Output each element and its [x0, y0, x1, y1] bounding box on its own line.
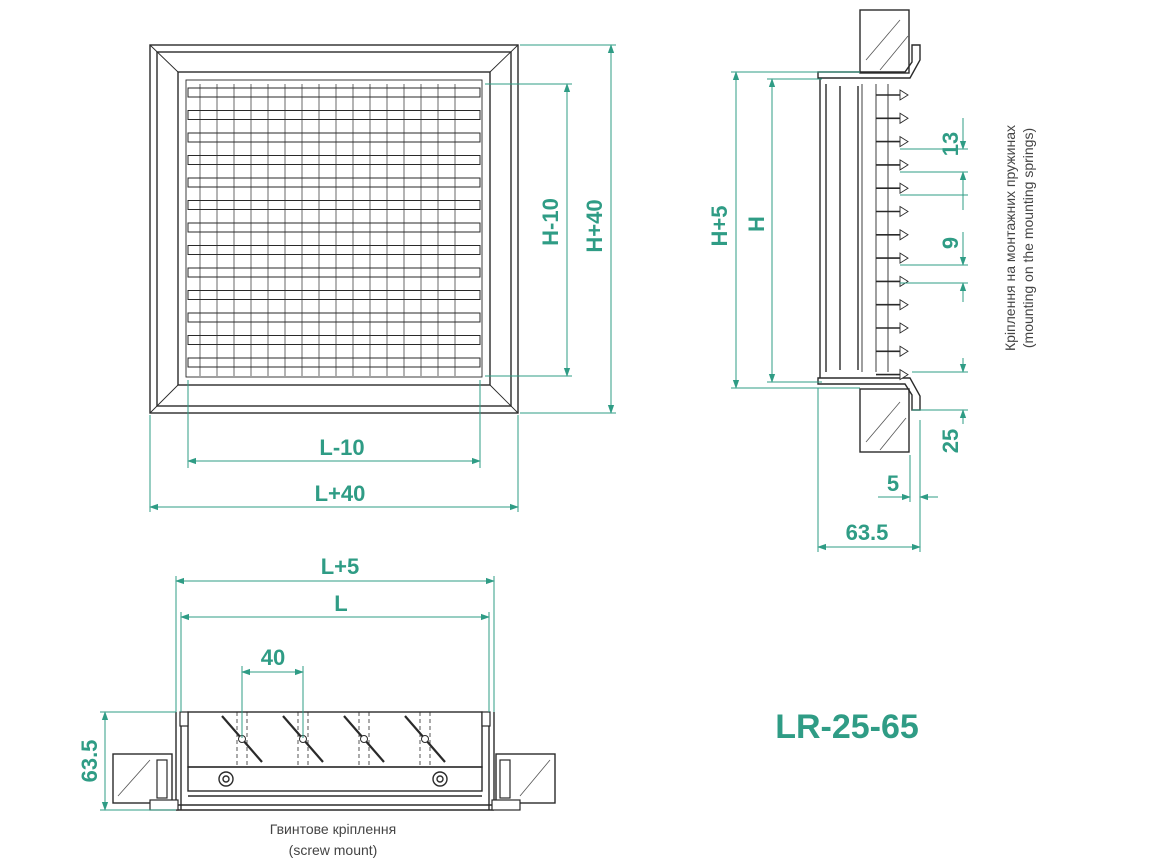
spring-clip — [899, 228, 909, 241]
top-view: L+5 L 40 63.5 Гвинтове кріплення (screw … — [77, 554, 556, 858]
louvre-blade — [187, 245, 481, 255]
spring-clip — [899, 298, 909, 311]
dim-9: 9 — [938, 237, 963, 249]
spring-clip — [899, 205, 909, 218]
dim-h: H — [744, 216, 769, 232]
spring-clip — [899, 182, 909, 195]
model-title: LR-25-65 — [775, 708, 919, 746]
louvre-blade — [187, 357, 481, 368]
dim-h-plus-5: H+5 — [707, 206, 732, 247]
dim-l-plus-5: L+5 — [321, 554, 360, 579]
top-wall-right — [495, 753, 556, 804]
dim-l-plus-40: L+40 — [315, 481, 366, 506]
dim-l: L — [334, 591, 347, 616]
mount-screw-left — [218, 771, 234, 787]
dim-h-plus-40: H+40 — [582, 199, 607, 252]
dim-l-minus-10: L-10 — [319, 435, 364, 460]
front-view: L-10 L+40 H-10 H+40 — [149, 44, 616, 512]
grille-frame — [149, 44, 519, 414]
louvre-blade — [187, 290, 481, 300]
top-extension-lines — [100, 576, 495, 811]
top-louvre-section — [221, 712, 446, 767]
spring-clip — [899, 345, 909, 358]
side-view: H+5 H 13 9 25 5 63.5 Кріплення на монтаж… — [707, 9, 1036, 552]
dim-h-minus-10: H-10 — [538, 198, 563, 246]
louvre-blade — [187, 87, 481, 98]
spring-clip — [899, 135, 909, 148]
spring-clip — [899, 252, 909, 264]
side-dimension-lines — [732, 71, 967, 551]
louvre-blade — [187, 177, 481, 188]
side-blade-ends — [876, 89, 909, 381]
front-extension-lines — [149, 44, 616, 512]
spring-clip — [899, 275, 909, 288]
screw-mount-note-line2: (screw mount) — [289, 842, 378, 858]
top-wall-left — [112, 753, 173, 804]
dim-40: 40 — [261, 645, 285, 670]
side-flange-profile — [817, 44, 921, 411]
spring-clip — [899, 159, 909, 171]
wall-section-top — [859, 9, 910, 74]
spring-clip — [899, 368, 909, 381]
louvre-blade — [187, 155, 481, 165]
louvre-pivot — [421, 735, 429, 743]
louvre-blade — [187, 335, 481, 345]
spring-clip — [899, 322, 909, 334]
spring-clip — [899, 112, 909, 125]
louvre-blade — [187, 267, 481, 278]
louvre-blade — [187, 132, 481, 143]
spring-clip — [899, 89, 909, 101]
dim-5: 5 — [887, 471, 899, 496]
louvre-blade — [187, 200, 481, 210]
top-dimension-lines — [101, 577, 495, 811]
louvre-blade — [187, 110, 481, 120]
top-grille-body — [149, 711, 521, 811]
horizontal-louvres — [187, 87, 481, 368]
screw-mount-note-line1: Гвинтове кріплення — [270, 821, 396, 837]
louvre-blade — [187, 312, 481, 323]
mount-screw-right — [432, 771, 448, 787]
louvre-pivot — [360, 735, 368, 743]
spring-mount-note-line1: Кріплення на монтажних пружинах — [1002, 125, 1018, 351]
front-dimension-lines — [149, 44, 615, 511]
dim-13: 13 — [938, 132, 963, 156]
dim-25: 25 — [938, 429, 963, 453]
side-extension-lines — [731, 71, 968, 552]
dim-63-5-top: 63.5 — [77, 740, 102, 783]
dim-63-5-side: 63.5 — [846, 520, 889, 545]
vertical-rear-blades — [199, 84, 456, 376]
spring-mount-note-line2: (mounting on the mounting springs) — [1020, 128, 1036, 348]
louvre-blade — [187, 222, 481, 233]
wall-section-bottom — [859, 388, 910, 453]
